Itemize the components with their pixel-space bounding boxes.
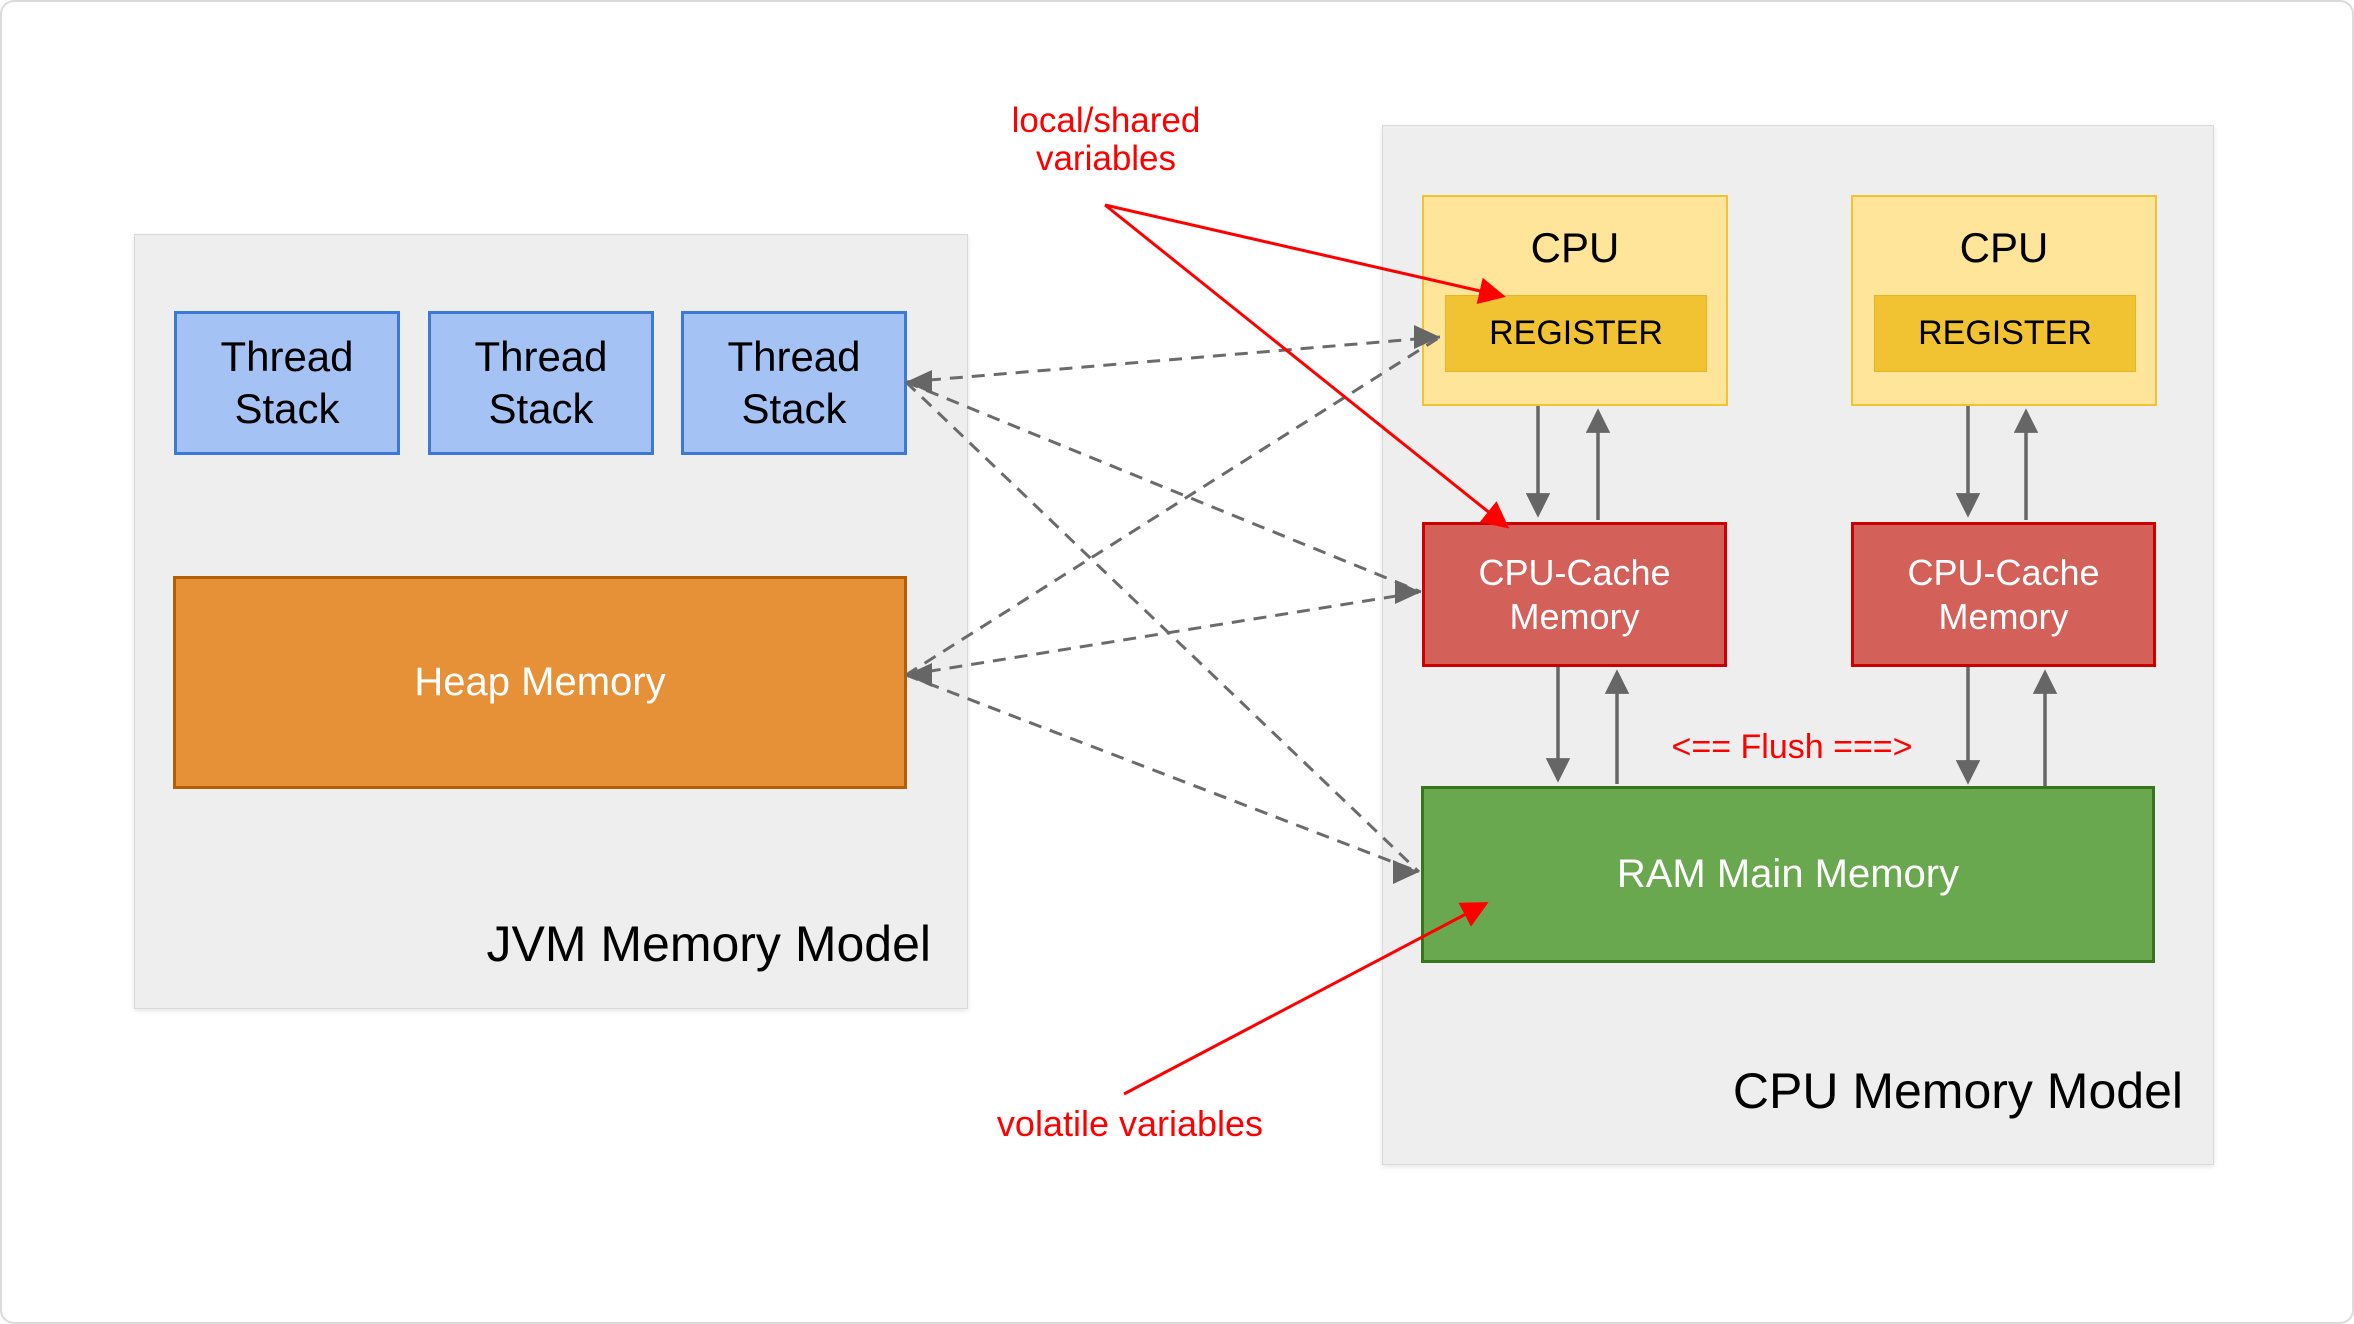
flush-annotation: <== Flush ===> (1671, 728, 1913, 766)
ram-main-memory-label: RAM Main Memory (1616, 852, 1960, 896)
volatile-variables-annotation: volatile variables (996, 1103, 1264, 1144)
cpu-label-2: CPU (1959, 224, 2049, 271)
dashed-connector-heap-ram (905, 673, 1420, 874)
cpu-cache-label-1: CPU-Cache Memory (1478, 551, 1671, 637)
dashed-connector-heap-register (905, 335, 1441, 677)
jvm-panel-title: JVM Memory Model (486, 916, 931, 972)
thread-stack-box-3: Thread Stack (681, 311, 907, 455)
register-label-2: REGISTER (1918, 314, 2092, 352)
register-box-2: REGISTER (1874, 295, 2136, 372)
thread-stack-box-2: Thread Stack (428, 311, 654, 455)
dashed-connector-heap-cache (905, 590, 1422, 677)
thread-stack-label-1: Thread Stack (220, 333, 354, 432)
heap-memory-box: Heap Memory (173, 576, 907, 789)
dashed-connector-stack-register (905, 335, 1441, 384)
register-label-1: REGISTER (1489, 314, 1663, 352)
thread-stack-label-3: Thread Stack (727, 333, 861, 432)
dashed-connector-stack-cache (905, 380, 1422, 594)
cpu-panel-title: CPU Memory Model (1732, 1063, 2183, 1119)
thread-stack-box-1: Thread Stack (174, 311, 400, 455)
jvm-memory-model-panel: Thread Stack Thread Stack Thread Stack H… (134, 234, 968, 1009)
cpu-label-1: CPU (1530, 224, 1620, 271)
register-box-1: REGISTER (1445, 295, 1707, 372)
cpu-memory-model-panel: CPU REGISTER CPU REGISTER CPU-Cache Memo… (1382, 125, 2214, 1165)
cpu-box-1: CPU REGISTER (1422, 195, 1728, 406)
cpu-box-2: CPU REGISTER (1851, 195, 2157, 406)
heap-memory-label: Heap Memory (414, 660, 666, 704)
cpu-cache-box-2: CPU-Cache Memory (1851, 522, 2156, 667)
cpu-cache-label-2: CPU-Cache Memory (1907, 551, 2100, 637)
dashed-connector-stack-ram (904, 380, 1421, 874)
local-shared-variables-annotation: local/shared variables (1011, 101, 1201, 178)
thread-stack-label-2: Thread Stack (474, 333, 608, 432)
cpu-cache-box-1: CPU-Cache Memory (1422, 522, 1727, 667)
ram-main-memory-box: RAM Main Memory (1421, 786, 2155, 963)
